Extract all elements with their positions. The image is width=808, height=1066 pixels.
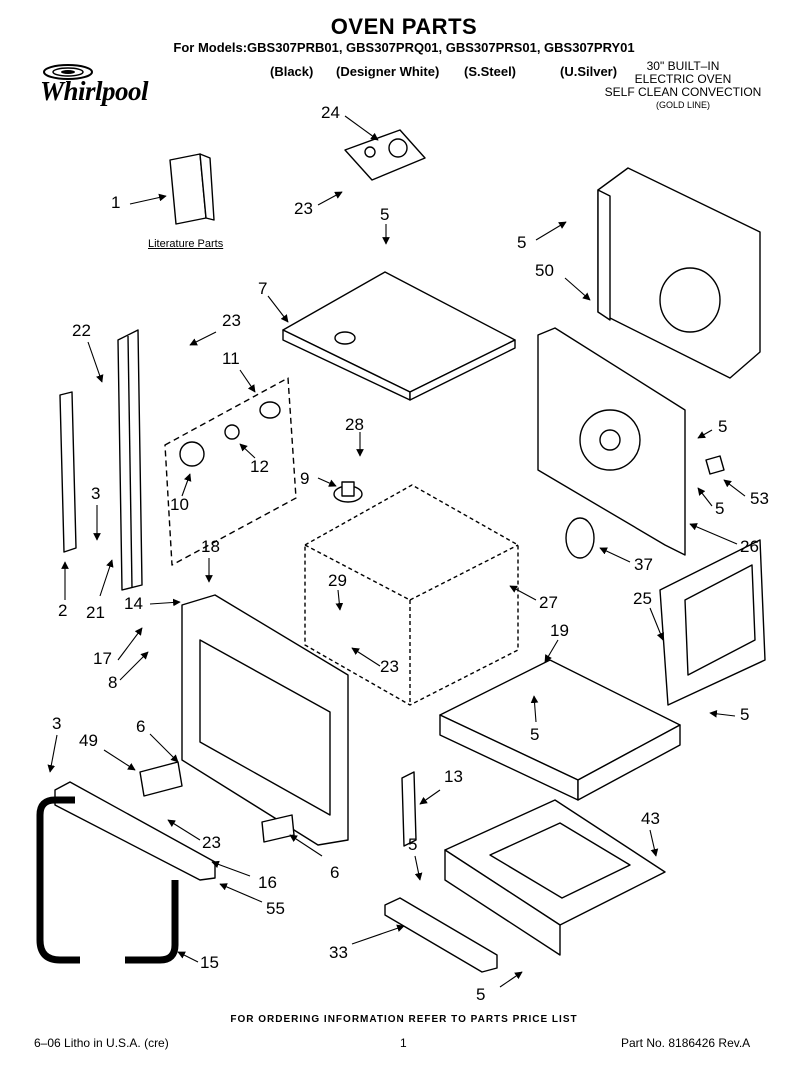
part-number-5: 5 (517, 233, 527, 252)
part-16-strip (54, 781, 216, 881)
part-number-16: 16 (258, 873, 277, 892)
part-37-gasket (565, 517, 595, 559)
oven-desc-line: 30" BUILT–IN (646, 59, 720, 73)
part-11-group (164, 377, 297, 566)
model-list: For Models:GBS307PRB01, GBS307PRQ01, GBS… (173, 40, 635, 55)
part-50-back-panel (597, 167, 761, 379)
part-number-28: 28 (345, 415, 364, 434)
part-number-5: 5 (718, 417, 728, 436)
part-number-11: 11 (222, 349, 240, 368)
ordering-note: FOR ORDERING INFORMATION REFER TO PARTS … (230, 1014, 578, 1025)
part-number-23: 23 (222, 311, 241, 330)
part-number-43: 43 (641, 809, 660, 828)
part-number-6: 6 (330, 863, 340, 882)
part-number-5: 5 (408, 835, 418, 854)
literature-parts-label: Literature Parts (148, 238, 224, 250)
variant-silver: (U.Silver) (560, 64, 618, 79)
part-number-21: 21 (86, 603, 105, 622)
part-26-convection-housing (537, 327, 686, 556)
part-25-panel (659, 539, 766, 706)
part-24-assembly (344, 129, 426, 181)
part-number-23: 23 (202, 833, 221, 852)
part-number-10: 10 (170, 495, 189, 514)
page-number: 1 (400, 1036, 407, 1050)
whirlpool-logo: Whirlpool (40, 62, 180, 108)
part-number-13: 13 (444, 767, 463, 786)
part-number-14: 14 (124, 594, 143, 613)
oven-desc-line: ELECTRIC OVEN (634, 72, 732, 86)
part-number-33: 33 (329, 943, 348, 962)
literature-book (169, 153, 215, 225)
page-title: OVEN PARTS (330, 14, 478, 39)
part-number-55: 55 (266, 899, 285, 918)
whirlpool-swirl-icon (43, 64, 93, 80)
oven-desc-line: (GOLD LINE) (655, 100, 710, 110)
part-19-tray (439, 659, 681, 801)
part-18-front-frame (181, 594, 349, 846)
variant-steel: (S.Steel) (464, 64, 517, 79)
part-21-side-rail (117, 329, 143, 591)
part-2-trim (59, 391, 77, 553)
part-9-element (333, 481, 363, 503)
part-number-12: 12 (250, 457, 269, 476)
part-53-bracket (705, 455, 725, 475)
part-number-19: 19 (550, 621, 569, 640)
variant-designer-white: (Designer White) (336, 64, 440, 79)
part-7-top-panel (282, 271, 516, 401)
part-number-18: 18 (201, 537, 220, 556)
part-number-50: 50 (535, 261, 554, 280)
variant-black: (Black) (270, 64, 314, 79)
part-number-24: 24 (321, 103, 340, 122)
part-number-6: 6 (136, 717, 146, 736)
part-number-29: 29 (328, 571, 347, 590)
part-number-5: 5 (476, 985, 486, 1004)
part-number-22: 22 (72, 321, 91, 340)
part-number-23: 23 (380, 657, 399, 676)
part-number-8: 8 (108, 673, 118, 692)
part-number-9: 9 (300, 469, 310, 488)
leader-lines (47, 115, 746, 988)
knobs (179, 401, 281, 467)
oven-desc-line: SELF CLEAN CONVECTION (604, 85, 762, 99)
part-43-base (444, 799, 666, 956)
part-13-bracket (401, 771, 417, 847)
brand-wordmark: Whirlpool (40, 76, 149, 106)
part-number-5: 5 (530, 725, 540, 744)
part-number-25: 25 (633, 589, 652, 608)
part-number-7: 7 (258, 279, 268, 298)
part-number-26: 26 (740, 537, 759, 556)
part-number-2: 2 (58, 601, 68, 620)
oven-description: 30" BUILT–IN ELECTRIC OVEN SELF CLEAN CO… (598, 60, 768, 112)
part-33-rail (384, 897, 498, 973)
part-number-5: 5 (380, 205, 390, 224)
part-number-3: 3 (91, 484, 101, 503)
part-number-27: 27 (539, 593, 558, 612)
part-number-1: 1 (111, 193, 121, 212)
part-number-5: 5 (715, 499, 725, 518)
part-number-17: 17 (93, 649, 112, 668)
part-15-gasket (36, 796, 179, 964)
part-number-37: 37 (634, 555, 653, 574)
part-number-footer: Part No. 8186426 Rev.A (621, 1036, 751, 1050)
litho-note: 6–06 Litho in U.S.A. (cre) (34, 1036, 169, 1050)
part-number-23: 23 (294, 199, 313, 218)
part-number-15: 15 (200, 953, 219, 972)
part-number-5: 5 (740, 705, 750, 724)
part-number-49: 49 (79, 731, 98, 750)
part-number-53: 53 (750, 489, 769, 508)
part-number-3: 3 (52, 714, 62, 733)
